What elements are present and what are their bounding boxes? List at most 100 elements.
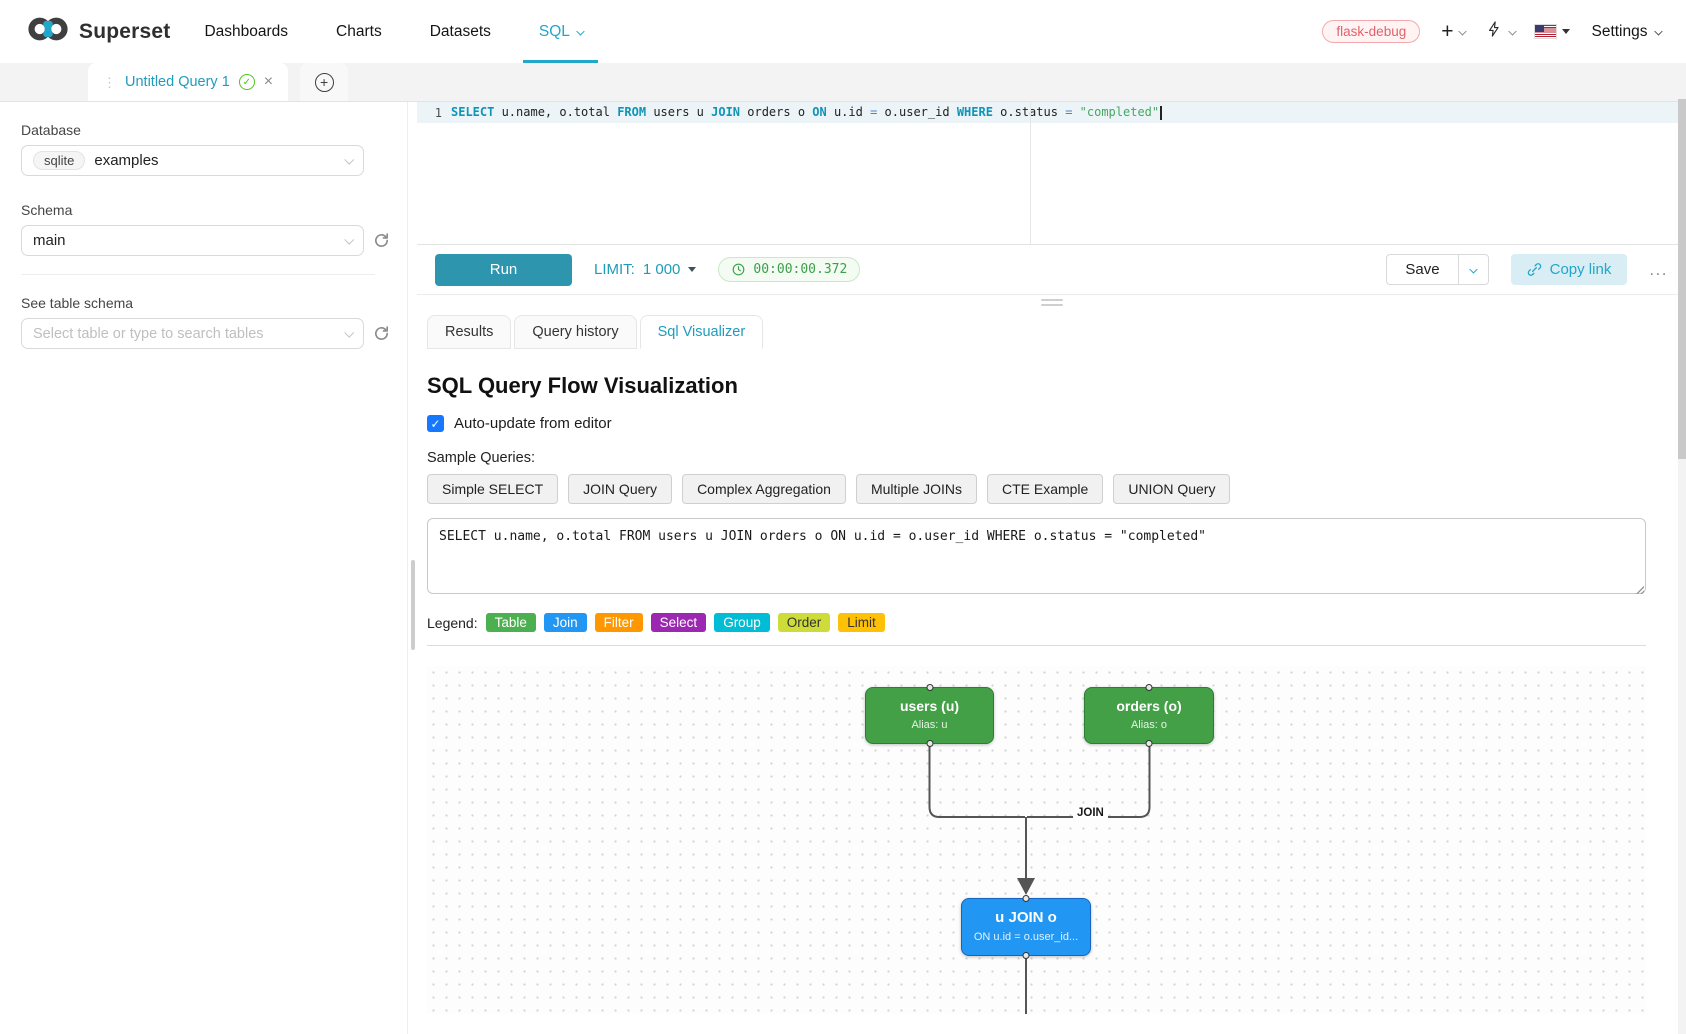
sql-token: o.user_id <box>877 105 957 120</box>
query-search-menu[interactable] <box>1486 19 1517 44</box>
sql-token: users u <box>646 105 712 120</box>
table-schema-label: See table schema <box>21 295 134 311</box>
limit-label: LIMIT: <box>594 261 635 278</box>
save-button-group: Save <box>1386 254 1489 285</box>
sql-token: SELECT <box>451 105 495 120</box>
scrollbar-thumb[interactable] <box>411 560 415 650</box>
node-handle[interactable] <box>1022 895 1030 902</box>
sql-token: = <box>1065 105 1073 120</box>
timer-value: 00:00:00.372 <box>753 262 848 277</box>
legend-badge-filter: Filter <box>594 613 643 632</box>
sample-button-multiple-joins[interactable]: Multiple JOINs <box>855 474 977 504</box>
sql-token: orders o <box>740 105 813 120</box>
table-select-placeholder: Select table or type to search tables <box>33 325 264 342</box>
more-actions-button[interactable]: ... <box>1649 259 1668 279</box>
refresh-schema-icon[interactable] <box>373 232 390 249</box>
clock-icon <box>731 262 746 277</box>
schema-select[interactable]: main <box>21 225 364 256</box>
node-handle[interactable] <box>926 740 933 747</box>
nav-menu: Dashboards Charts Datasets SQL <box>204 0 598 63</box>
sql-token: "completed" <box>1079 105 1160 120</box>
sample-button-union-query[interactable]: UNION Query <box>1113 474 1231 504</box>
limit-value: 1 000 <box>642 261 681 278</box>
nav-item-datasets[interactable]: Datasets <box>429 22 491 40</box>
run-button[interactable]: Run <box>435 253 572 286</box>
sample-button-simple-select[interactable]: Simple SELECT <box>427 474 559 504</box>
sql-token: ON <box>812 105 827 120</box>
sample-buttons: Simple SELECT JOIN Query Complex Aggregati… <box>427 474 1686 504</box>
sql-code-line: SELECT u.name, o.total FROM users u JOIN… <box>451 105 1162 120</box>
tab-query-history[interactable]: Query history <box>514 315 637 349</box>
superset-logo[interactable]: Superset <box>26 15 170 48</box>
resize-grip-icon[interactable] <box>1634 584 1644 594</box>
new-tab-button[interactable]: + <box>314 72 334 92</box>
limit-dropdown[interactable]: LIMIT: 1 000 <box>594 261 697 278</box>
sql-token: u.name, o.total <box>494 105 618 120</box>
page-scrollbar[interactable] <box>1678 63 1686 1034</box>
drag-handle-icon[interactable]: ⋮ <box>103 74 116 90</box>
refresh-tables-icon[interactable] <box>373 325 390 342</box>
node-subtitle: ON u.id = o.user_id... <box>973 931 1079 943</box>
settings-label: Settings <box>1591 22 1648 40</box>
node-title: users (u) <box>899 698 960 714</box>
sql-token: = <box>870 105 878 120</box>
database-select[interactable]: sqlite examples <box>21 145 364 176</box>
settings-menu[interactable]: Settings <box>1591 22 1662 41</box>
auto-update-checkbox[interactable]: ✓ <box>427 415 444 432</box>
node-handle[interactable] <box>1022 952 1030 959</box>
legend-badge-table: Table <box>485 613 536 632</box>
sql-lab-sidebar: Database sqlite examples Schema main <box>0 102 407 1034</box>
new-item-menu[interactable]: + <box>1441 21 1467 42</box>
sql-visualizer-pane: SQL Query Flow Visualization ✓ Auto-upda… <box>417 349 1686 1014</box>
query-tab-untitled-query-1[interactable]: ⋮ Untitled Query 1 ✓ × <box>88 63 289 101</box>
nav-item-sql[interactable]: SQL <box>523 0 598 63</box>
add-tab-area: + <box>300 63 349 101</box>
node-handle[interactable] <box>926 684 933 691</box>
sql-token: FROM <box>617 105 647 120</box>
chevron-down-icon <box>1459 26 1467 35</box>
topbar-right: flask-debug + Settings <box>1322 19 1662 44</box>
node-subtitle: Alias: o <box>1130 719 1168 731</box>
panel-resizer[interactable] <box>407 102 417 1034</box>
flow-canvas[interactable]: users (u) Alias: u orders (o) Alias: o u… <box>427 666 1646 1014</box>
workspace: Database sqlite examples Schema main <box>0 102 1686 1034</box>
sql-lab-main: 1 SELECT u.name, o.total FROM users u JO… <box>417 102 1686 1034</box>
sample-button-join-query[interactable]: JOIN Query <box>568 474 673 504</box>
flow-node-users[interactable]: users (u) Alias: u <box>865 684 994 747</box>
legend-badge-order: Order <box>777 613 831 632</box>
nav-item-charts[interactable]: Charts <box>336 22 382 40</box>
sample-button-complex-aggregation[interactable]: Complex Aggregation <box>682 474 846 504</box>
query-timer: 00:00:00.372 <box>718 257 861 282</box>
lightning-icon <box>1486 19 1503 44</box>
caret-down-icon <box>1562 29 1571 34</box>
query-textarea[interactable]: SELECT u.name, o.total FROM users u JOIN… <box>427 518 1646 594</box>
language-picker[interactable] <box>1535 25 1571 38</box>
page-title: SQL Query Flow Visualization <box>427 373 738 398</box>
table-select[interactable]: Select table or type to search tables <box>21 318 364 349</box>
sql-editor[interactable]: 1 SELECT u.name, o.total FROM users u JO… <box>417 102 1686 245</box>
tab-results[interactable]: Results <box>427 315 512 349</box>
page-scrollbar-thumb[interactable] <box>1678 99 1686 459</box>
copy-link-button[interactable]: Copy link <box>1510 254 1628 285</box>
tab-sql-visualizer[interactable]: Sql Visualizer <box>639 315 764 349</box>
nav-item-dashboards[interactable]: Dashboards <box>204 22 289 40</box>
south-pane-resizer <box>417 295 1686 311</box>
node-title: u JOIN o <box>995 909 1057 926</box>
resize-grab-handle[interactable] <box>1040 299 1063 309</box>
save-options-button[interactable] <box>1458 254 1489 285</box>
flow-node-orders[interactable]: orders (o) Alias: o <box>1084 684 1214 747</box>
us-flag-icon <box>1535 25 1557 38</box>
line-number: 1 <box>434 105 442 120</box>
save-button[interactable]: Save <box>1386 254 1459 285</box>
close-tab-icon[interactable]: × <box>263 73 274 90</box>
auto-update-label: Auto-update from editor <box>454 415 612 432</box>
sample-button-cte-example[interactable]: CTE Example <box>986 474 1104 504</box>
flow-node-join[interactable]: u JOIN o ON u.id = o.user_id... <box>961 895 1091 959</box>
node-handle[interactable] <box>1145 684 1153 691</box>
environment-badge: flask-debug <box>1322 20 1421 43</box>
node-subtitle: Alias: u <box>911 719 948 731</box>
node-handle[interactable] <box>1145 740 1153 747</box>
chevron-down-icon <box>1469 264 1478 273</box>
top-navbar: Superset Dashboards Charts Datasets SQL fl… <box>0 0 1686 63</box>
